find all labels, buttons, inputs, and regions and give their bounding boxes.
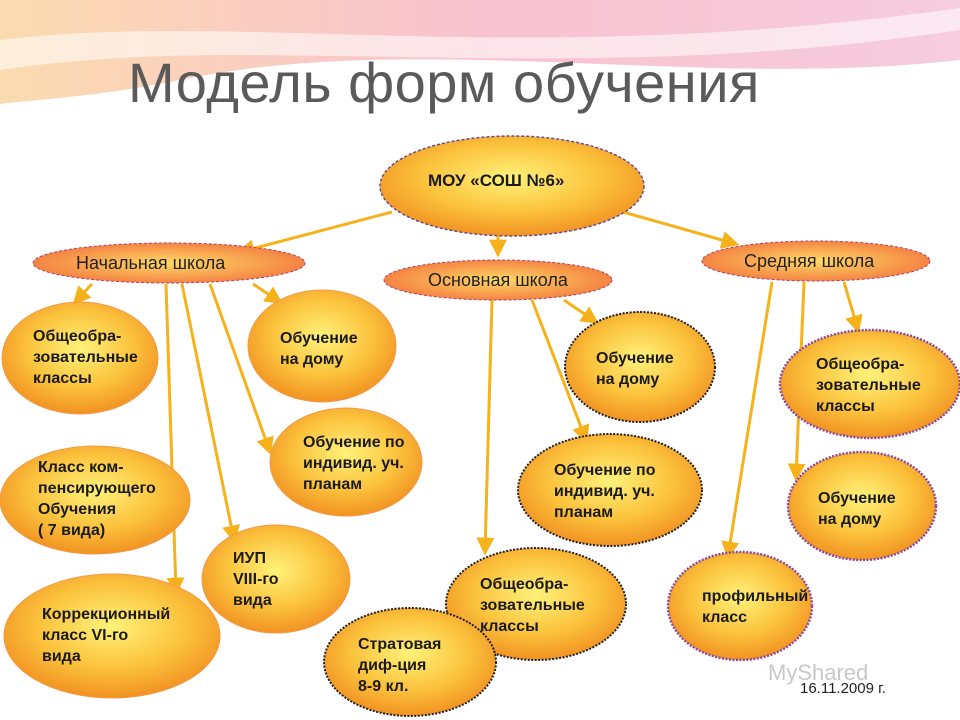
header-band-swoosh	[0, 8, 960, 70]
primary-correctional-label: Коррекционный класс VI-го вида	[42, 606, 171, 665]
basic-home-oval	[564, 311, 716, 423]
basic-home-node: Обучение на дому	[596, 348, 674, 390]
primary-individual-oval	[269, 407, 423, 517]
basic-strata-node: Стратовая диф-ция 8-9 кл.	[358, 634, 441, 697]
primary-individual-node: Обучение по индивид. уч. планам	[303, 432, 404, 495]
basic-general-oval	[445, 547, 627, 661]
basic-general-label: Общеобра- зовательные классы	[480, 576, 585, 635]
basic-header: Основная школа	[428, 270, 568, 291]
secondary-general-label: Общеобра- зовательные классы	[816, 356, 921, 415]
basic-strata-label: Стратовая диф-ция 8-9 кл.	[358, 636, 442, 695]
primary-compensating-node: Класс ком- пенсирующего Обучения ( 7 вид…	[38, 457, 156, 541]
basic-home-label: Обучение на дому	[596, 350, 674, 388]
basic-header-oval	[383, 259, 613, 301]
slide-title: Модель форм обучения	[128, 51, 760, 114]
slide-date: 16.11.2009 г.	[800, 680, 886, 697]
root-node: МОУ «СОШ №6»	[428, 170, 564, 191]
primary-iup-oval	[201, 524, 351, 634]
primary-header-oval	[32, 242, 306, 284]
secondary-profile-node: профильный класс	[702, 586, 808, 628]
primary-iup-label: ИУП VIII-го вида	[233, 550, 279, 609]
basic-individual-node: Обучение по индивид. уч. планам	[554, 460, 655, 523]
secondary-header: Средняя школа	[744, 251, 874, 272]
watermark: MyShared	[768, 660, 869, 685]
secondary-header-oval	[701, 240, 931, 282]
secondary-home-label: Обучение на дому	[818, 490, 896, 528]
primary-general-node: Общеобра- зовательные классы	[33, 326, 138, 389]
basic-header-label: Основная школа	[428, 270, 568, 290]
secondary-home-oval	[786, 450, 938, 562]
primary-header: Начальная школа	[76, 253, 225, 274]
secondary-header-label: Средняя школа	[744, 251, 875, 271]
secondary-general-oval	[778, 328, 960, 440]
secondary-profile-label: профильный класс	[702, 588, 809, 626]
primary-compensating-label: Класс ком- пенсирующего Обучения ( 7 вид…	[38, 459, 156, 539]
basic-individual-label: Обучение по индивид. уч. планам	[554, 462, 656, 521]
basic-individual-oval	[517, 433, 703, 547]
secondary-profile-oval	[666, 550, 814, 662]
basic-strata-oval	[323, 607, 497, 717]
basic-general-node: Общеобра- зовательные классы	[480, 574, 585, 637]
primary-general-label: Общеобра- зовательные классы	[33, 328, 138, 387]
primary-correctional-node: Коррекционный класс VI-го вида	[42, 604, 170, 667]
primary-home-label: Обучение на дому	[280, 330, 358, 368]
primary-individual-label: Обучение по индивид. уч. планам	[303, 434, 405, 493]
secondary-general-node: Общеобра- зовательные классы	[816, 354, 921, 417]
primary-home-oval	[247, 289, 397, 403]
secondary-home-node: Обучение на дому	[818, 488, 896, 530]
primary-compensating-oval	[0, 445, 191, 555]
connectors	[72, 204, 863, 596]
primary-header-label: Начальная школа	[76, 253, 226, 273]
primary-correctional-oval	[3, 573, 221, 699]
primary-iup-node: ИУП VIII-го вида	[233, 548, 279, 611]
primary-general-oval	[1, 301, 159, 415]
root-label: МОУ «СОШ №6»	[428, 171, 565, 190]
primary-home-node: Обучение на дому	[280, 328, 358, 370]
root-oval	[379, 135, 645, 237]
